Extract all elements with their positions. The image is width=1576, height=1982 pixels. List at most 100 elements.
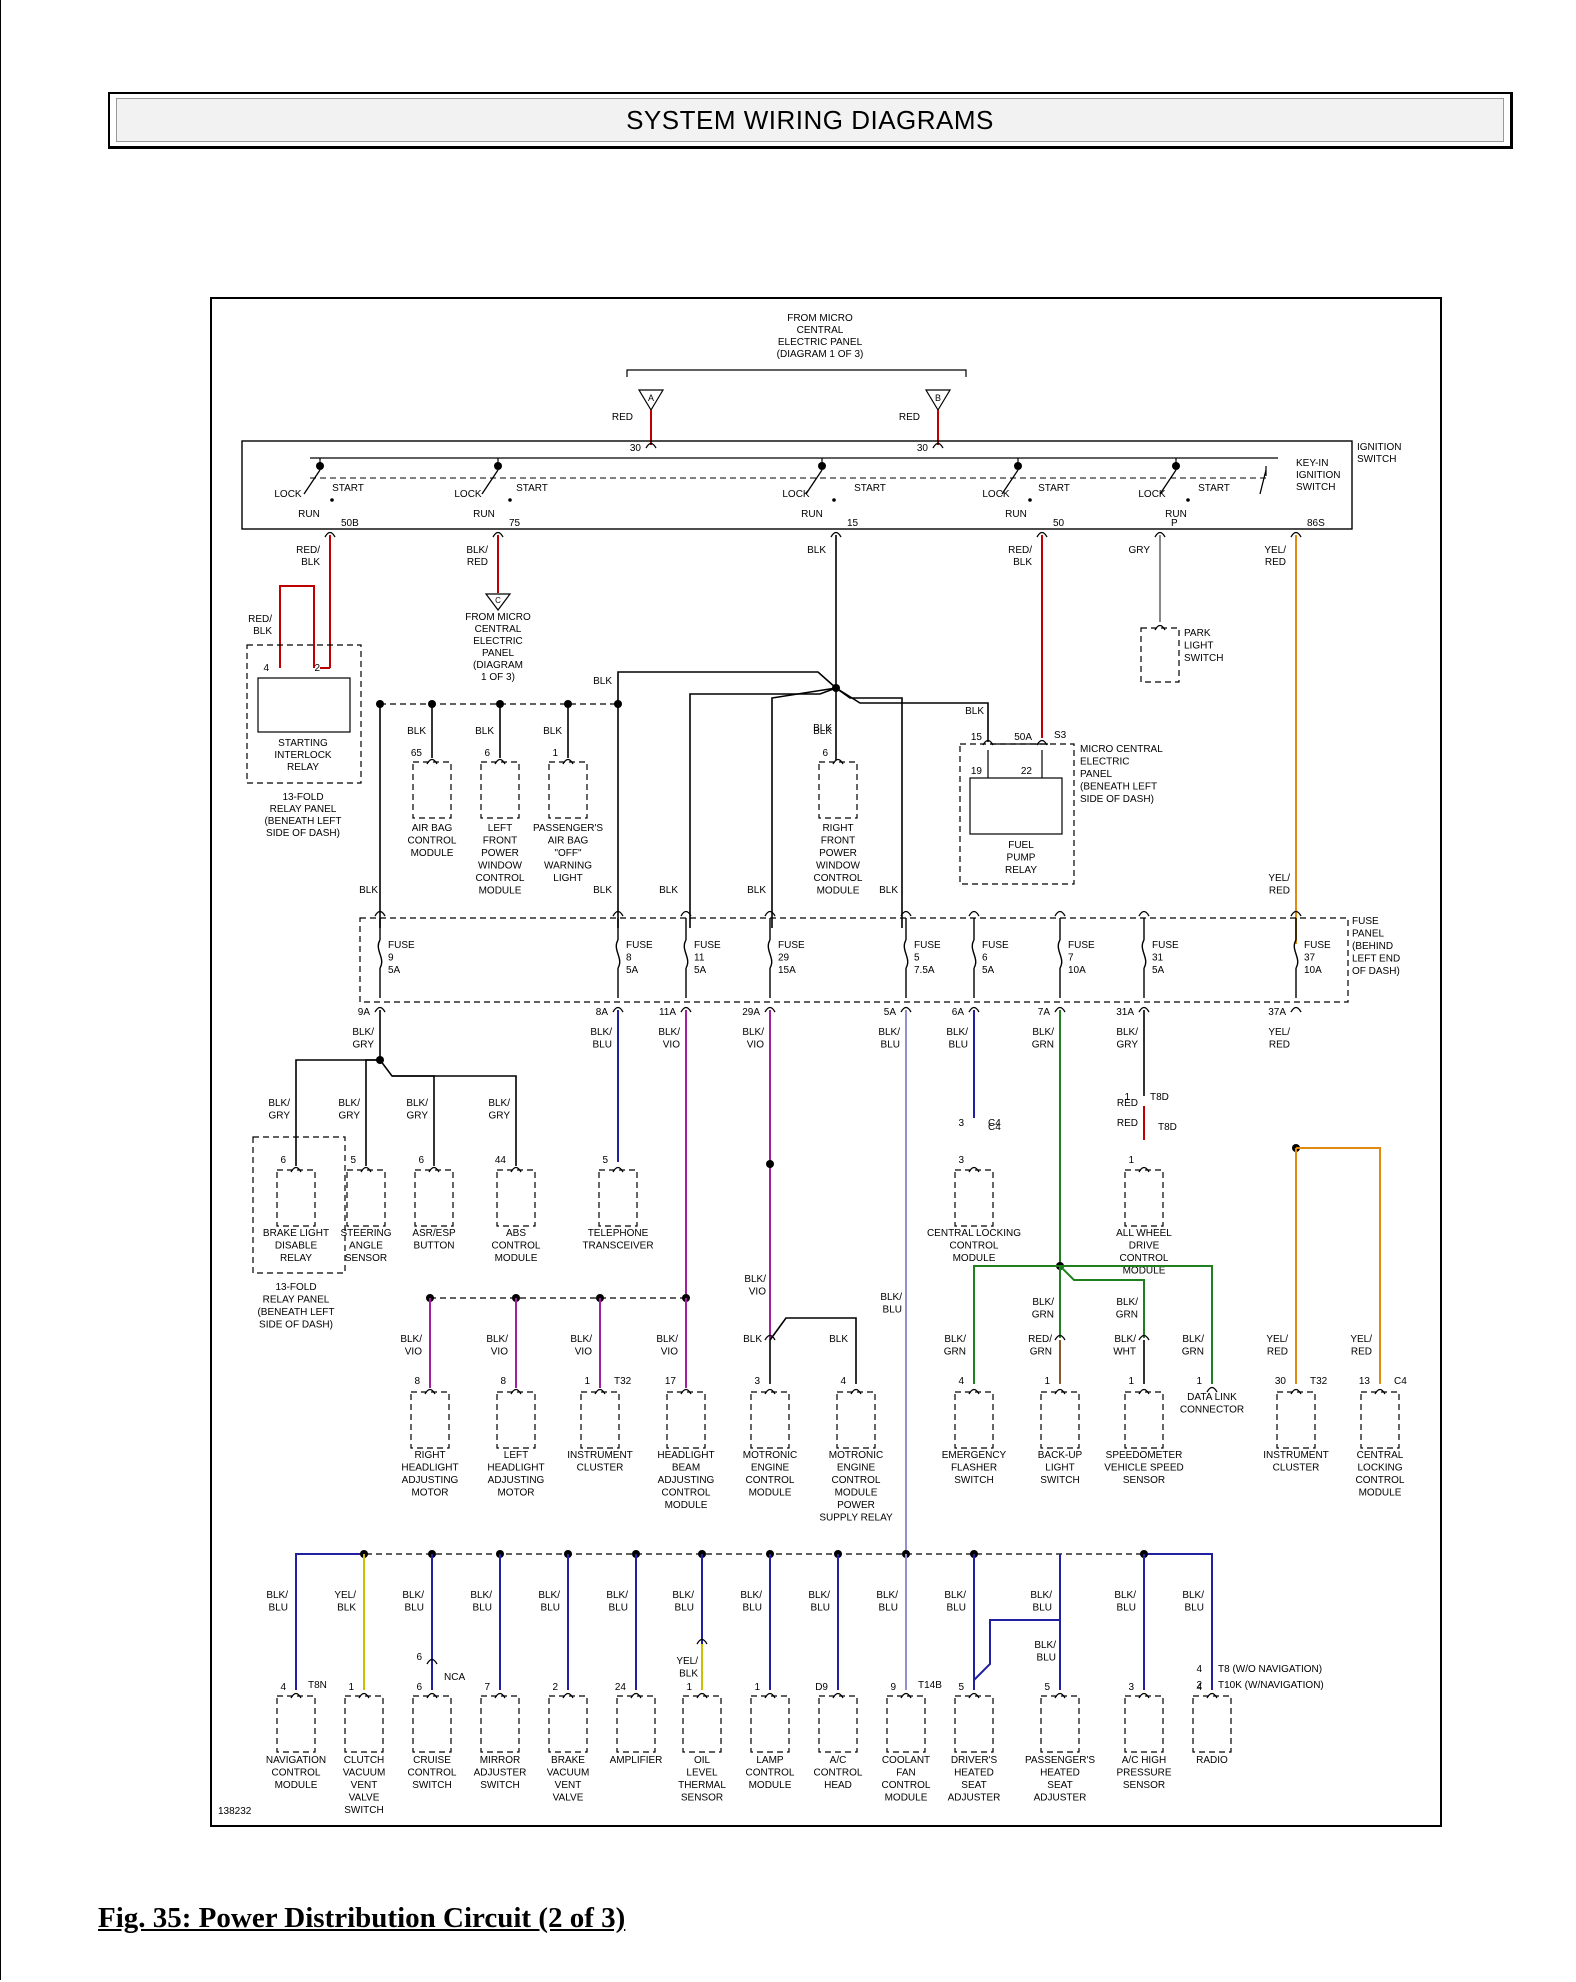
- upper-module-name: POWER: [481, 848, 519, 859]
- pin-label: 1: [686, 1682, 692, 1693]
- relay-panel-label: RELAY PANEL: [263, 1295, 330, 1306]
- wire-label: BLU: [1185, 1603, 1204, 1614]
- middle-module-name: CENTRAL LOCKING: [927, 1228, 1021, 1239]
- bottom-module-name: A/C: [830, 1755, 847, 1766]
- bottom-module-box-connector: [1138, 1692, 1150, 1699]
- wire-label: BLU: [879, 1603, 898, 1614]
- bottom-module-box: [682, 1695, 722, 1753]
- lower-module-name: CLUSTER: [1273, 1463, 1320, 1474]
- middle-module-box-connector: [290, 1166, 302, 1173]
- splice-connector: [1054, 1334, 1066, 1341]
- pin-label: 30: [917, 443, 929, 454]
- bottom-module-name: MODULE: [885, 1793, 928, 1804]
- terminal-wire-label: RED: [467, 557, 488, 568]
- bottom-module-box-connector: [832, 1692, 844, 1699]
- terminal-pin-label: P: [1171, 518, 1178, 529]
- wire-label: BLK/: [488, 1098, 510, 1109]
- wire-label: BLK/: [656, 1334, 678, 1345]
- wire-color-label: RED: [899, 412, 920, 423]
- micro-central-panel-label: (BENEATH LEFT: [1080, 782, 1157, 793]
- fuse-label: 5A: [694, 965, 707, 976]
- wire-label: BLK: [593, 885, 612, 896]
- bottom-module-name: SWITCH: [344, 1805, 383, 1816]
- lower-module-name: CONNECTOR: [1180, 1405, 1244, 1416]
- pin-connector: [932, 442, 944, 449]
- upper-module-name: CONTROL: [408, 836, 457, 847]
- bottom-module-box: [412, 1695, 452, 1753]
- terminal-wire-label: BLK: [1013, 557, 1032, 568]
- fuel-pump-relay-name: RELAY: [1005, 865, 1037, 876]
- lower-module-name: SENSOR: [1123, 1475, 1165, 1486]
- bottom-module-name: MIRROR: [480, 1755, 521, 1766]
- wire-label: BLK/: [402, 1590, 424, 1601]
- lower-module-box-connector: [1374, 1388, 1386, 1395]
- bottom-module-name: VENT: [555, 1780, 582, 1791]
- relay-panel-label: SIDE OF DASH): [259, 1320, 333, 1331]
- relay-wire-label: RED/: [248, 614, 272, 625]
- switch-lock-label: LOCK: [782, 489, 810, 500]
- bottom-module-name: VACUUM: [547, 1768, 590, 1779]
- bottom-module-name: VALVE: [349, 1793, 380, 1804]
- bottom-module-box: [616, 1695, 656, 1753]
- middle-module-box-connector: [428, 1166, 440, 1173]
- upper-module-name: WINDOW: [478, 861, 522, 872]
- pin-connector: [645, 442, 657, 449]
- middle-module-name: DISABLE: [275, 1241, 318, 1252]
- middle-module-name: MODULE: [953, 1253, 996, 1264]
- fuse-label: 6: [982, 953, 988, 964]
- wire-label: BLK/: [876, 1590, 898, 1601]
- bottom-module-name: FAN: [896, 1768, 915, 1779]
- switch-lock-label: LOCK: [1138, 489, 1166, 500]
- micro-central-panel-label: ELECTRIC: [1080, 757, 1129, 768]
- lower-module-name: BEAM: [672, 1463, 700, 1474]
- wire-label: RED: [1117, 1098, 1138, 1109]
- fuse-label: 5A: [626, 965, 639, 976]
- pin-label: 1: [552, 748, 558, 759]
- lower-module-name: ADJUSTING: [658, 1475, 715, 1486]
- bottom-module-name: DRIVER'S: [951, 1755, 998, 1766]
- relay-pin: 22: [1021, 766, 1033, 777]
- lower-module-box-connector: [594, 1388, 606, 1395]
- fuse-out-label: 7A: [1038, 1007, 1051, 1018]
- wire-label: BLK/: [946, 1027, 968, 1038]
- relay-panel-label: SIDE OF DASH): [266, 828, 340, 839]
- pin-label: 1: [584, 1376, 590, 1387]
- relay-pin: 2: [314, 663, 320, 674]
- module-box: [548, 761, 588, 819]
- lower-module-box: [1040, 1391, 1080, 1449]
- relay-pin: 19: [971, 766, 983, 777]
- relay-panel-label: 13-FOLD: [275, 1282, 316, 1293]
- wire-label: WHT: [1113, 1347, 1136, 1358]
- wire-label: BLK: [813, 723, 832, 734]
- fuse-connector: [1054, 910, 1066, 917]
- switch-pivot: [316, 462, 324, 470]
- wire-label: GRN: [1032, 1040, 1054, 1051]
- relay-pin: 15: [971, 732, 983, 743]
- pin-label: 1: [1044, 1376, 1050, 1387]
- wire-label: BLU: [811, 1603, 830, 1614]
- wire-label: BLK: [813, 726, 832, 737]
- bottom-module-name: MODULE: [749, 1780, 792, 1791]
- pin-label: 6: [418, 1155, 424, 1166]
- wire-label: GRY: [407, 1111, 429, 1122]
- ignition-switch-box: [241, 440, 1353, 530]
- conn-label: T32: [614, 1376, 632, 1387]
- bottom-module-name: COOLANT: [882, 1755, 930, 1766]
- conn-label: T8D: [1158, 1122, 1177, 1133]
- fuse-out-connector: [900, 1006, 912, 1013]
- wire-label: BLK: [965, 706, 984, 717]
- fuse-out-connector: [1138, 1006, 1150, 1013]
- fuse-label: 37: [1304, 953, 1316, 964]
- bottom-module-name: AMPLIFIER: [610, 1755, 663, 1766]
- wire-label: BLU: [883, 1305, 902, 1316]
- fuse-connector: [1138, 910, 1150, 917]
- wire-label: BLU: [609, 1603, 628, 1614]
- wire-label: BLK/: [1034, 1640, 1056, 1651]
- fuse-6-element: [971, 939, 977, 969]
- bottom-module-box: [480, 1695, 520, 1753]
- fuse-panel: [359, 917, 1349, 1003]
- lower-module-name: DATA LINK: [1187, 1392, 1237, 1403]
- middle-module-name: SENSOR: [345, 1253, 387, 1264]
- fuse-out-label: 11A: [659, 1007, 676, 1018]
